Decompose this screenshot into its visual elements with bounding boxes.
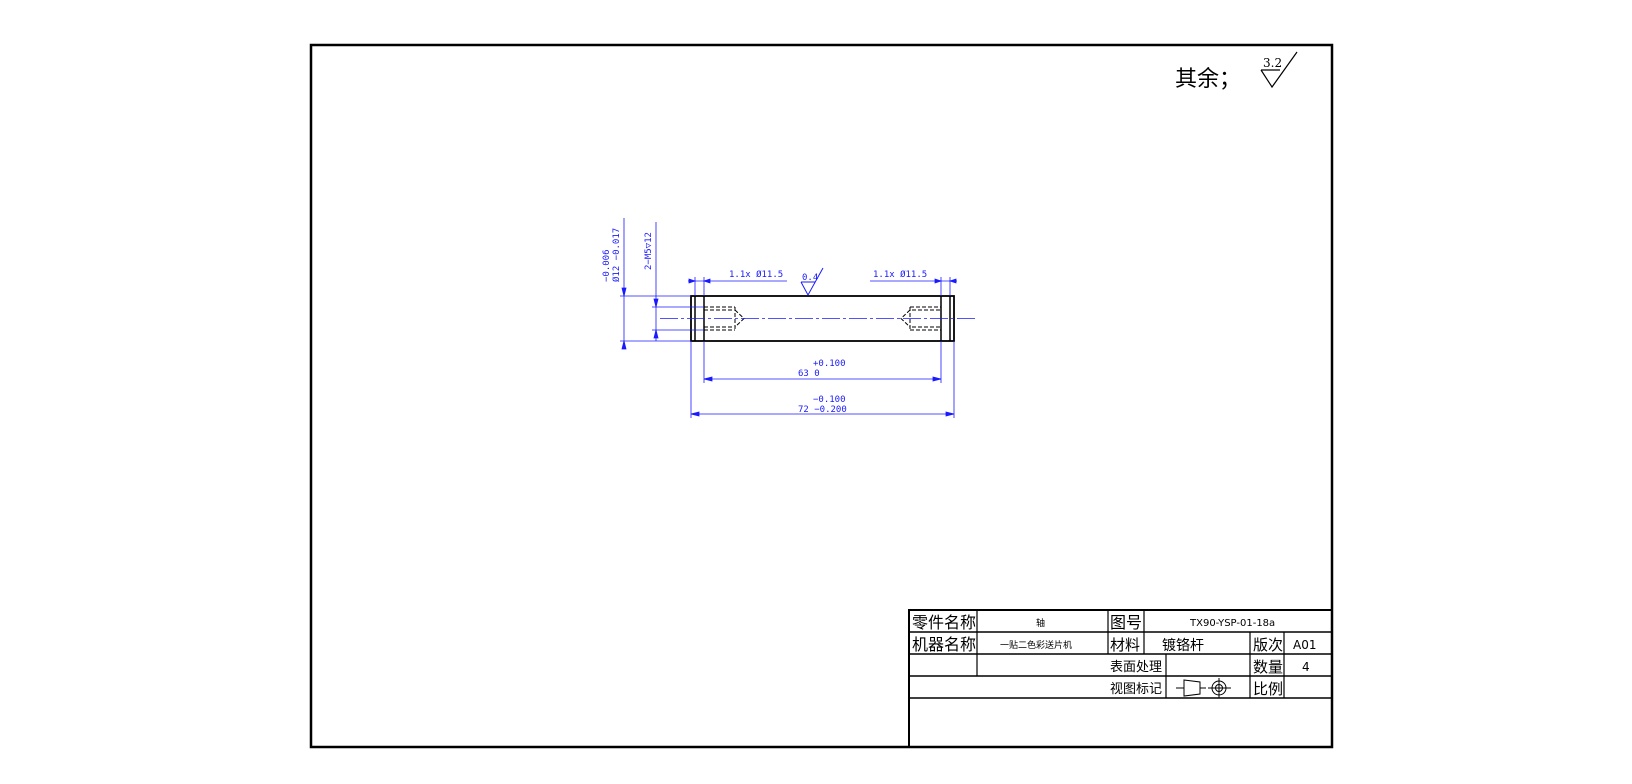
drawing-no-label: 图号 — [1110, 613, 1142, 632]
surface-treatment-label: 表面处理 — [1110, 660, 1162, 675]
thread-hole-right — [900, 306, 941, 331]
part-name-label: 零件名称 — [912, 613, 976, 632]
surface-roughness-symbol: 0.4 — [800, 267, 824, 297]
quantity-label: 数量 — [1253, 658, 1283, 676]
material-value: 镀铬杆 — [1162, 637, 1204, 654]
roughness-symbol: 3.2 — [1260, 51, 1298, 89]
length-63-value: 63 0 — [798, 369, 820, 379]
chamfer-dim-left — [688, 277, 787, 296]
roughness-value: 3.2 — [1263, 56, 1282, 70]
thread-dim — [652, 222, 704, 341]
chamfer-right-label: 1.1x Ø11.5 — [873, 269, 927, 280]
chamfer-left-label: 1.1x Ø11.5 — [729, 269, 783, 280]
part-name-value: 轴 — [1036, 617, 1045, 629]
machine-name-label: 机器名称 — [912, 635, 976, 654]
diameter-dim — [620, 218, 691, 350]
length-63-tolerance: +0.100 — [813, 359, 846, 369]
diameter-value: Ø12 −0.017 — [611, 228, 622, 282]
chamfer-dim-right — [870, 277, 957, 296]
surface-roughness-value: 0.4 — [802, 273, 818, 283]
quantity-value: 4 — [1302, 660, 1310, 674]
view-mark-label: 视图标记 — [1110, 682, 1162, 697]
version-value: A01 — [1293, 638, 1316, 652]
shaft-drawing: 0.4 1.1x Ø11.5 1.1x Ø11.5 +0.100 — [602, 218, 975, 418]
scale-label: 比例 — [1253, 680, 1283, 698]
version-label: 版次 — [1253, 636, 1283, 654]
length-72-tolerance: −0.100 — [813, 395, 846, 405]
length-63-dim — [703, 341, 942, 383]
drawing-no-value: TX90-YSP-01-18a — [1189, 618, 1275, 629]
title-block — [908, 609, 1333, 748]
machine-name-value: 一贴二色彩送片机 — [1000, 639, 1072, 651]
thread-label: 2−M5▽12 — [644, 232, 654, 270]
length-72-value: 72 −0.200 — [798, 405, 847, 415]
projection-symbol-icon — [1176, 678, 1231, 698]
diameter-tolerance: −0.006 — [602, 249, 612, 282]
material-label: 材料 — [1110, 636, 1140, 654]
length-72-dim — [690, 341, 955, 418]
surface-note-label: 其余； — [1175, 67, 1241, 92]
sheet-border — [309, 43, 1334, 749]
